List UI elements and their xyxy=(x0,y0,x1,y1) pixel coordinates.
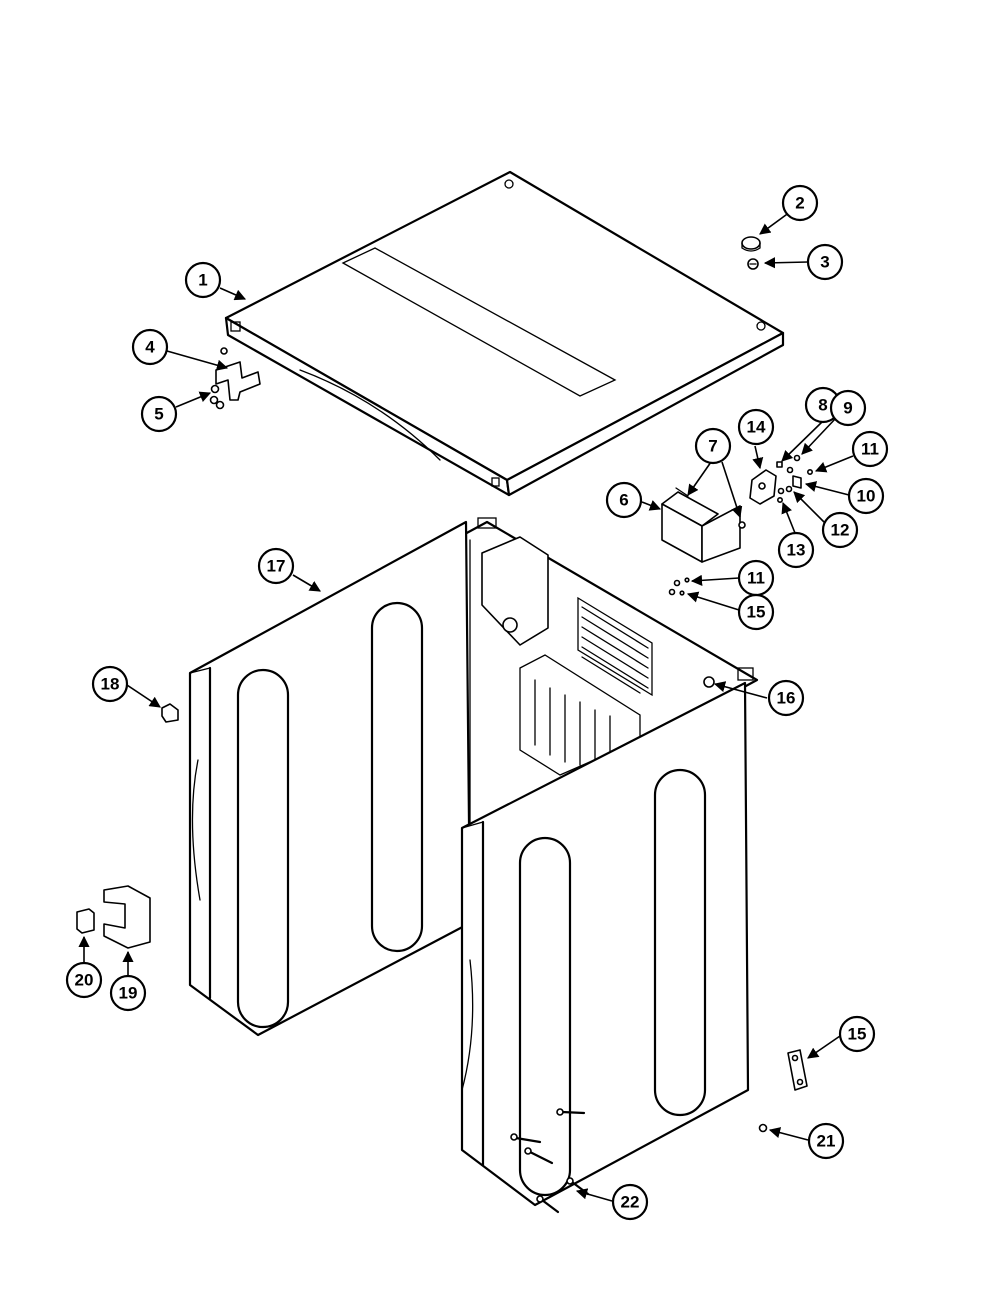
callout-label: 8 xyxy=(818,396,827,415)
callout-6: 6 xyxy=(605,481,643,519)
small-screw-7 xyxy=(738,521,746,529)
callout-label: 7 xyxy=(708,437,717,456)
callout-11a: 11 xyxy=(851,430,889,468)
callout-label: 11 xyxy=(747,569,765,588)
callout-2: 2 xyxy=(781,184,819,222)
hinge-bracket xyxy=(215,347,261,401)
callout-label: 6 xyxy=(619,491,628,510)
callout-10: 10 xyxy=(847,477,885,515)
callout-11b: 11 xyxy=(737,559,775,597)
callout-label: 15 xyxy=(848,1025,867,1044)
callout-label: 17 xyxy=(267,557,286,576)
callout-7: 7 xyxy=(694,427,732,465)
screws xyxy=(209,384,225,410)
callout-1: 1 xyxy=(184,261,222,299)
callout-label: 2 xyxy=(795,194,804,213)
small-fasteners xyxy=(668,454,813,596)
callout-22: 22 xyxy=(611,1183,649,1221)
callout-16: 16 xyxy=(767,679,805,717)
callout-19: 19 xyxy=(109,974,147,1012)
vent-grille xyxy=(577,596,653,697)
callout-14: 14 xyxy=(737,408,775,446)
callout-label: 14 xyxy=(747,418,766,437)
callout-20: 20 xyxy=(65,961,103,999)
callout-13: 13 xyxy=(777,531,815,569)
callout-label: 21 xyxy=(817,1132,836,1151)
rubber-foot xyxy=(76,908,95,934)
callout-label: 3 xyxy=(820,253,829,272)
callout-12: 12 xyxy=(821,511,859,549)
callout-label: 18 xyxy=(101,675,120,694)
callout-label: 9 xyxy=(843,399,852,418)
callout-label: 11 xyxy=(861,440,879,459)
cap-plug xyxy=(741,236,761,252)
callout-label: 16 xyxy=(777,689,796,708)
callout-21: 21 xyxy=(807,1122,845,1160)
callout-label: 5 xyxy=(154,405,163,424)
door-switch xyxy=(749,469,777,505)
callout-label: 20 xyxy=(75,971,94,990)
leveling-legs xyxy=(510,1108,590,1214)
callout-4: 4 xyxy=(131,328,169,366)
callout-label: 15 xyxy=(747,603,766,622)
callout-label: 22 xyxy=(621,1193,640,1212)
callout-label: 10 xyxy=(857,487,876,506)
callout-9: 9 xyxy=(829,389,867,427)
callout-17: 17 xyxy=(257,547,295,585)
cabinet xyxy=(188,517,759,1207)
callout-18: 18 xyxy=(91,665,129,703)
top-panel xyxy=(224,170,785,497)
leader-lines xyxy=(78,211,854,1202)
callout-label: 13 xyxy=(787,541,806,560)
callout-label: 19 xyxy=(119,984,138,1003)
clip xyxy=(161,703,179,723)
callout-3: 3 xyxy=(806,243,844,281)
screw-21 xyxy=(758,1123,768,1133)
callout-label: 1 xyxy=(198,271,207,290)
mounting-bracket xyxy=(103,885,151,949)
screw-3 xyxy=(747,258,759,270)
switch-bracket xyxy=(661,487,741,563)
callout-15a: 15 xyxy=(737,593,775,631)
callout-5: 5 xyxy=(140,395,178,433)
callout-15b: 15 xyxy=(838,1015,876,1053)
callout-label: 12 xyxy=(831,521,850,540)
callout-label: 4 xyxy=(145,338,155,357)
hinge-plate xyxy=(787,1049,808,1091)
